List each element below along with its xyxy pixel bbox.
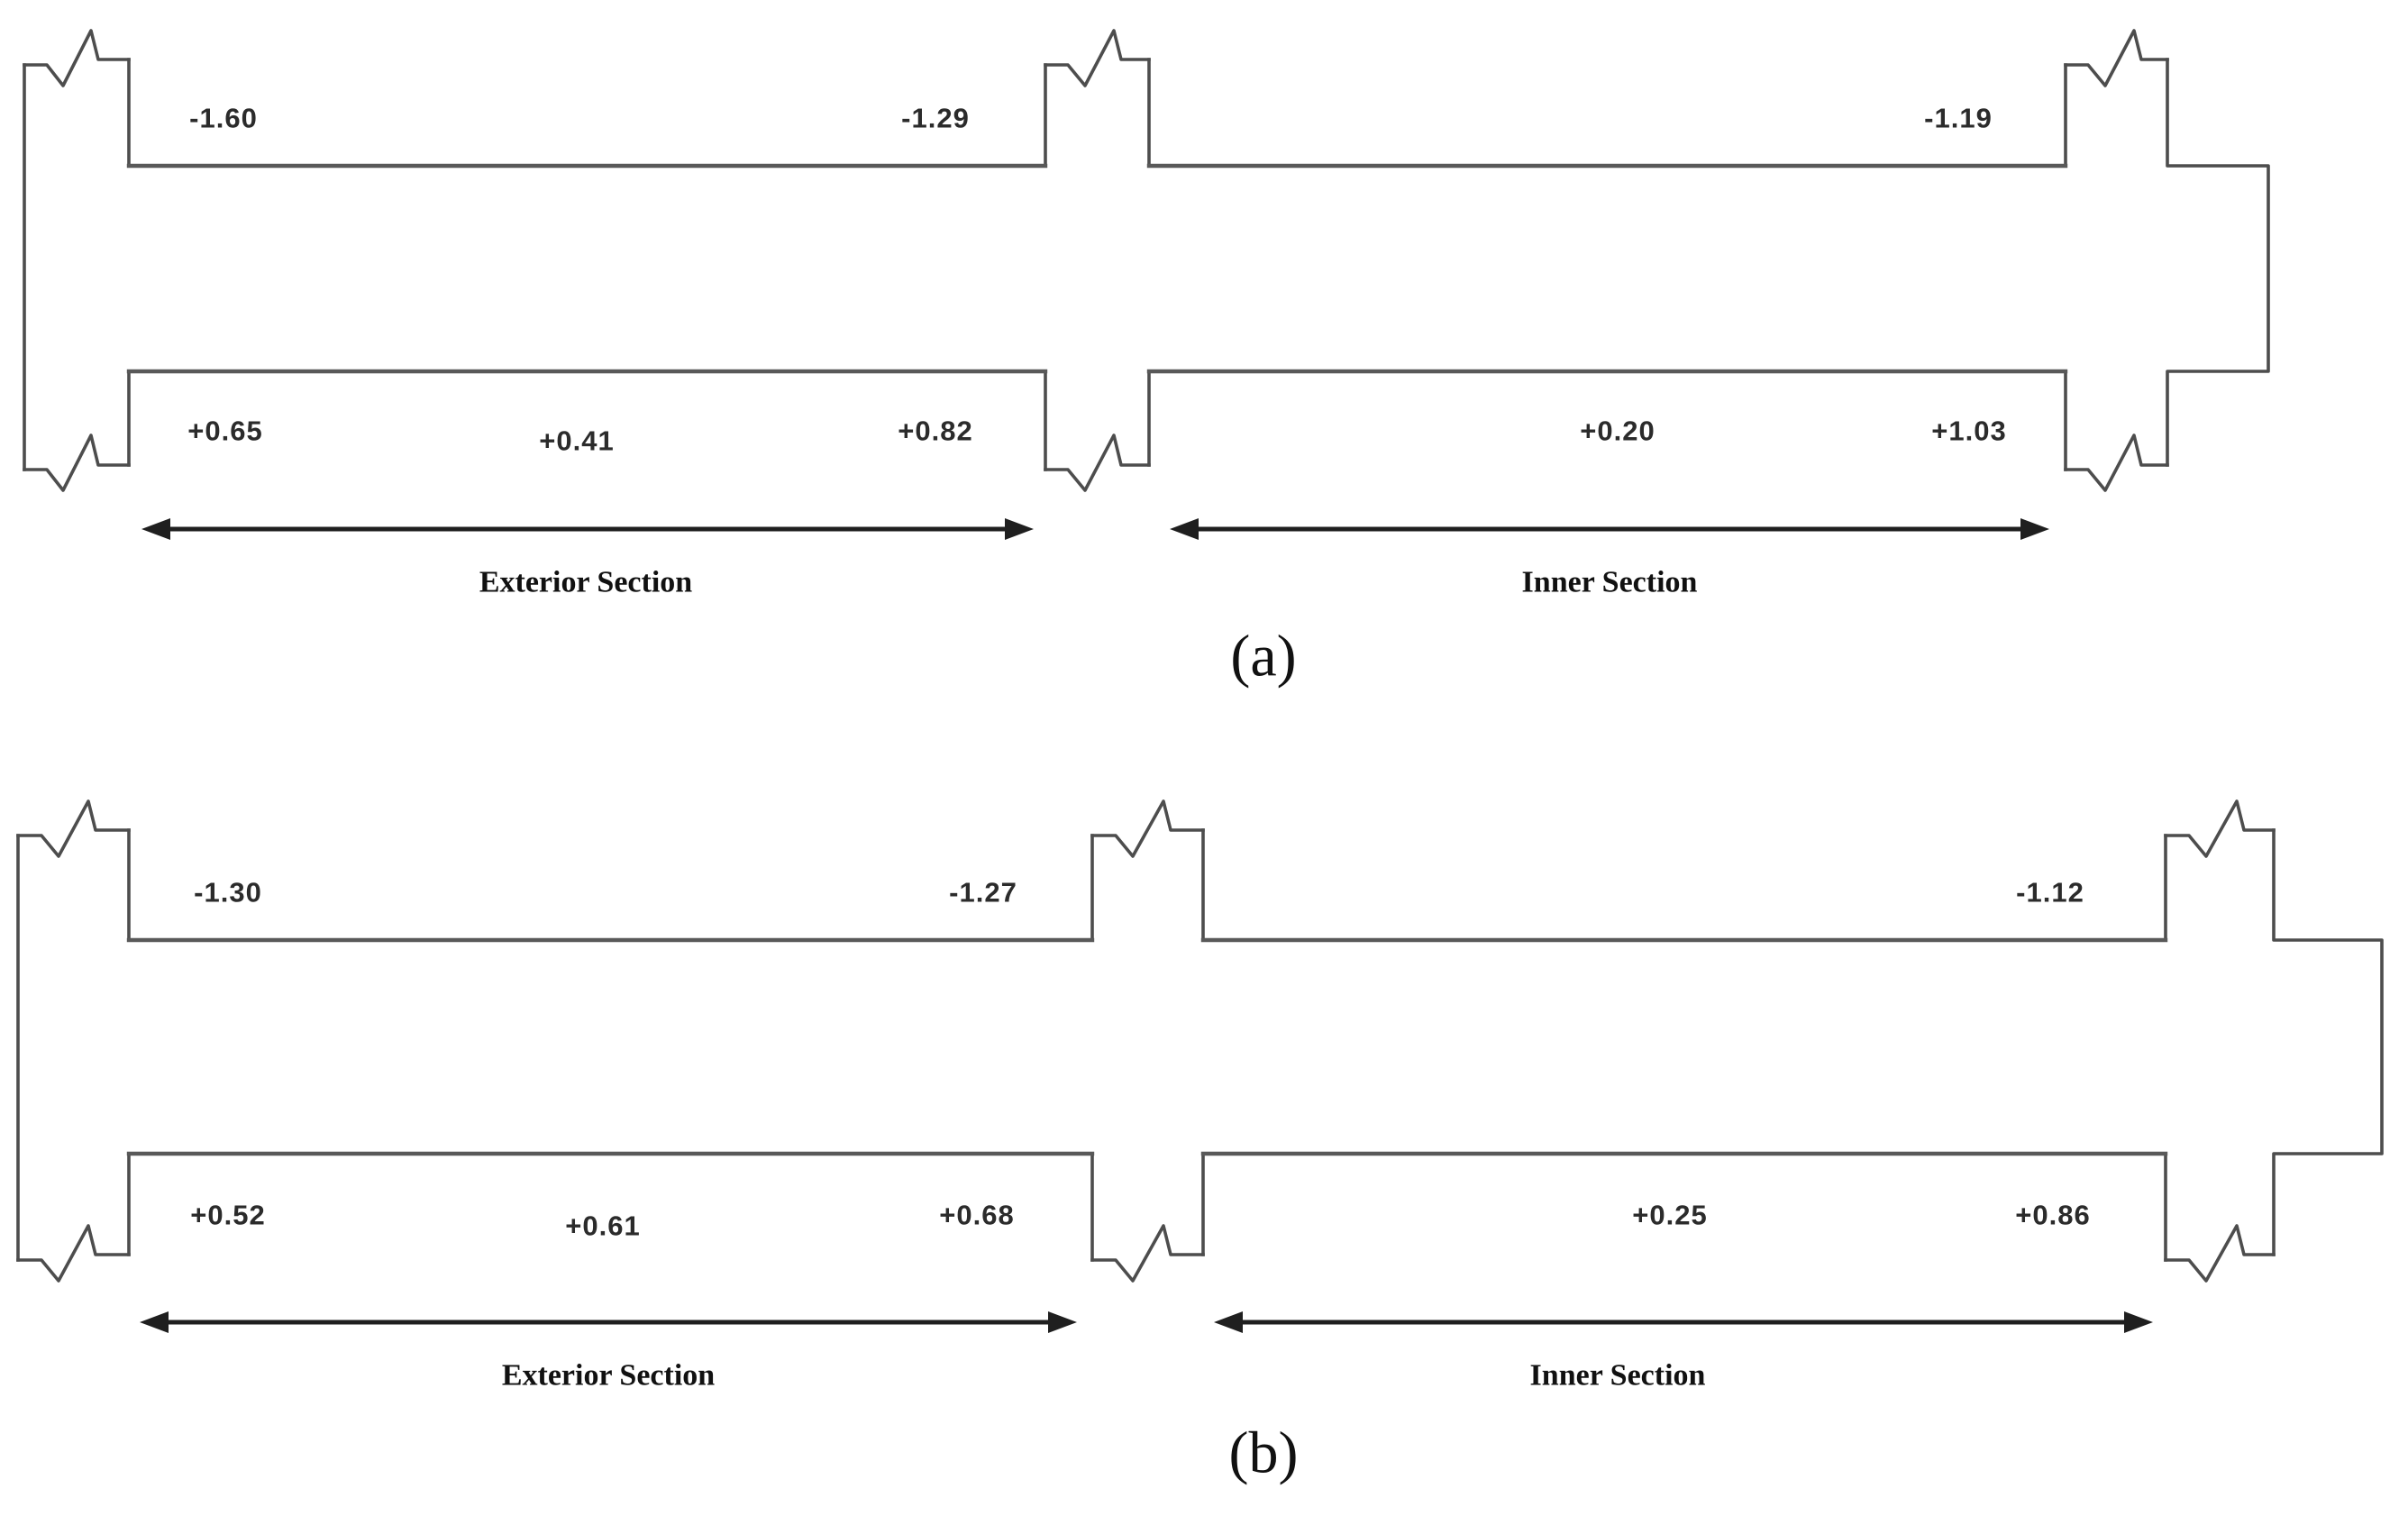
exterior-span-arrow — [141, 518, 1034, 540]
moment-value: +0.65 — [187, 416, 262, 447]
column-break-icon — [2164, 799, 2276, 858]
right-column-b — [2164, 799, 2384, 1283]
column-break-icon — [2164, 1224, 2276, 1283]
section-label-exterior: Exterior Section — [479, 566, 692, 599]
moment-value: +0.86 — [2015, 1200, 2090, 1231]
moment-value: -1.29 — [901, 103, 970, 134]
moment-value: -1.60 — [189, 103, 258, 134]
arrowhead-right-icon — [1005, 518, 1034, 540]
middle-column-b — [1090, 799, 1205, 1283]
moment-value: +1.03 — [1931, 416, 2006, 447]
inner-span-arrow — [1170, 518, 2049, 540]
arrowhead-left-icon — [1170, 518, 1199, 540]
moment-value: +0.61 — [565, 1210, 640, 1242]
column-break-icon — [23, 29, 131, 87]
column-break-icon — [1044, 434, 1151, 492]
moment-value: -1.12 — [2016, 877, 2084, 909]
arrowhead-left-icon — [1214, 1311, 1243, 1333]
column-break-icon — [16, 799, 131, 858]
arrowhead-left-icon — [140, 1311, 169, 1333]
arrowhead-left-icon — [141, 518, 170, 540]
column-break-icon — [23, 434, 131, 492]
column-break-icon — [1090, 1224, 1205, 1283]
column-break-icon — [1090, 799, 1205, 858]
moment-value: +0.68 — [939, 1200, 1014, 1231]
moment-value: +0.52 — [190, 1200, 265, 1231]
arrowhead-right-icon — [1048, 1311, 1077, 1333]
moment-value: -1.27 — [949, 877, 1017, 909]
moment-value: +0.82 — [898, 416, 972, 447]
section-label-exterior: Exterior Section — [502, 1359, 715, 1393]
moment-value: +0.25 — [1632, 1200, 1707, 1231]
column-break-icon — [2064, 434, 2169, 492]
moment-value: -1.30 — [194, 877, 262, 909]
column-break-icon — [2064, 29, 2169, 87]
section-label-inner: Inner Section — [1530, 1359, 1706, 1393]
beam-stub-outline — [2272, 828, 2384, 1256]
moment-value: -1.19 — [1924, 103, 1993, 134]
panel-label: (b) — [1229, 1420, 1299, 1486]
middle-column-a — [1044, 29, 1151, 492]
panel-a: -1.60 -1.29 -1.19 +0.65 +0.41 +0.82 +0.2… — [23, 29, 2270, 690]
exterior-span-arrow — [140, 1311, 1077, 1333]
inner-span-arrow — [1214, 1311, 2153, 1333]
moment-value: +0.41 — [539, 425, 614, 457]
panel-b: -1.30 -1.27 -1.12 +0.52 +0.61 +0.68 +0.2… — [16, 799, 2384, 1486]
left-column-a — [23, 29, 131, 492]
column-break-icon — [16, 1224, 131, 1283]
moment-value: +0.20 — [1580, 416, 1655, 447]
left-column-b — [16, 799, 131, 1283]
section-label-inner: Inner Section — [1522, 566, 1698, 599]
beam-stub-outline — [2166, 58, 2270, 467]
arrowhead-right-icon — [2020, 518, 2049, 540]
right-column-a — [2064, 29, 2270, 492]
panel-label: (a) — [1230, 624, 1296, 690]
column-break-icon — [1044, 29, 1151, 87]
arrowhead-right-icon — [2124, 1311, 2153, 1333]
